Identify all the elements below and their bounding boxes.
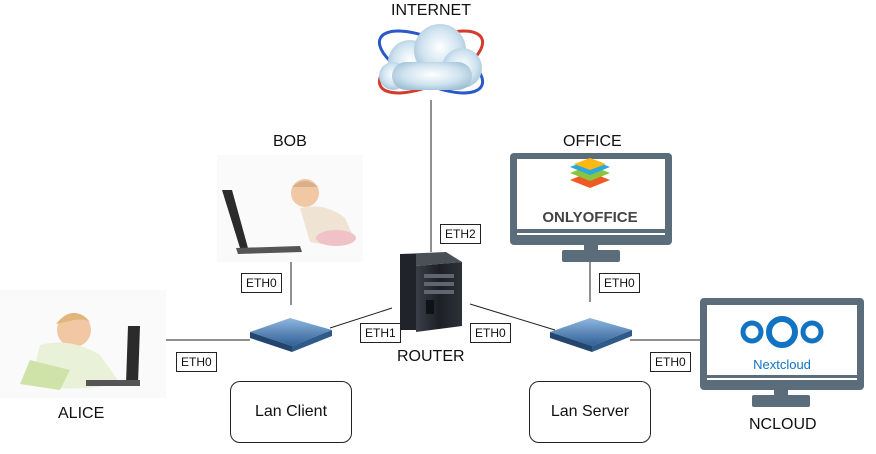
- router-label: ROUTER: [397, 348, 465, 365]
- internet-label: INTERNET: [391, 2, 471, 19]
- ncloud-monitor-icon: [700, 298, 864, 407]
- port-bob-eth0: ETH0: [241, 273, 282, 293]
- alice-label: ALICE: [58, 405, 105, 422]
- port-alice-eth0: ETH0: [176, 352, 217, 372]
- link-router-serverswitch: [469, 303, 556, 331]
- onlyoffice-logo-icon: ONLYOFFICE: [542, 158, 638, 226]
- port-router-eth2: ETH2: [440, 224, 481, 244]
- port-router-eth1: ETH1: [360, 323, 401, 343]
- router-server-icon: [400, 252, 462, 332]
- internet-cloud-icon: [377, 24, 485, 95]
- server-switch-icon: [550, 318, 632, 352]
- link-switch-router: [329, 307, 393, 329]
- bob-label: BOB: [273, 133, 307, 150]
- lan-client-box: Lan Client: [230, 381, 352, 443]
- office-label: OFFICE: [563, 133, 622, 150]
- onlyoffice-logo-text: ONLYOFFICE: [542, 209, 637, 226]
- nextcloud-logo-icon: Nextcloud: [740, 316, 824, 372]
- port-router-eth0: ETH0: [470, 323, 511, 343]
- nextcloud-logo-text: Nextcloud: [753, 357, 811, 372]
- client-switch-icon: [250, 318, 332, 352]
- port-office-eth0: ETH0: [599, 273, 640, 293]
- ncloud-label: NCLOUD: [749, 416, 817, 433]
- bob-photo: [217, 155, 363, 262]
- alice-photo: [0, 290, 166, 398]
- lan-server-box: Lan Server: [529, 381, 651, 443]
- links: [165, 100, 702, 341]
- office-monitor-icon: [510, 153, 672, 262]
- port-ncloud-eth0: ETH0: [650, 352, 691, 372]
